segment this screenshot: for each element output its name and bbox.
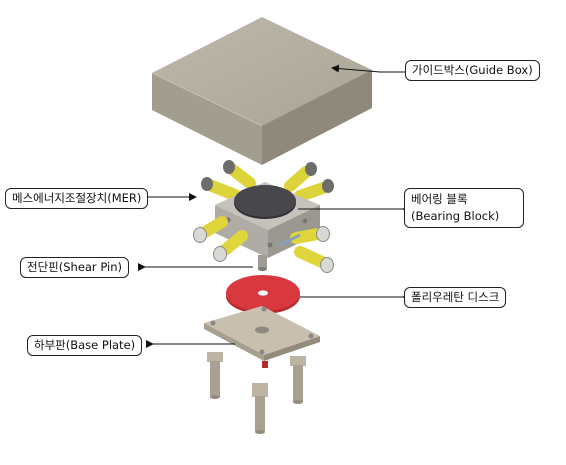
shear-pin xyxy=(258,255,267,271)
bearing-block-assembly xyxy=(193,160,334,273)
label-mer: 메스에너지조절장치(MER) xyxy=(5,188,149,209)
label-bearing-block: 베어링 블록 (Bearing Block) xyxy=(404,188,524,228)
mer-damper-arms xyxy=(201,160,334,202)
polyurethane-disk xyxy=(226,275,300,314)
leader-lines xyxy=(138,64,410,348)
anchor-legs xyxy=(207,352,306,434)
base-plate xyxy=(204,306,320,368)
label-bearing-block-kr: 베어링 블록 xyxy=(411,192,468,206)
label-bearing-block-en: (Bearing Block) xyxy=(411,209,500,223)
guide-box xyxy=(151,17,373,165)
mer-front-arms xyxy=(193,216,334,273)
label-shear-pin: 전단핀(Shear Pin) xyxy=(20,257,129,278)
label-guide-box: 가이드박스(Guide Box) xyxy=(405,60,540,81)
label-base-plate: 하부판(Base Plate) xyxy=(27,335,143,356)
label-pu-disk: 폴리우레탄 디스크 xyxy=(404,287,507,308)
